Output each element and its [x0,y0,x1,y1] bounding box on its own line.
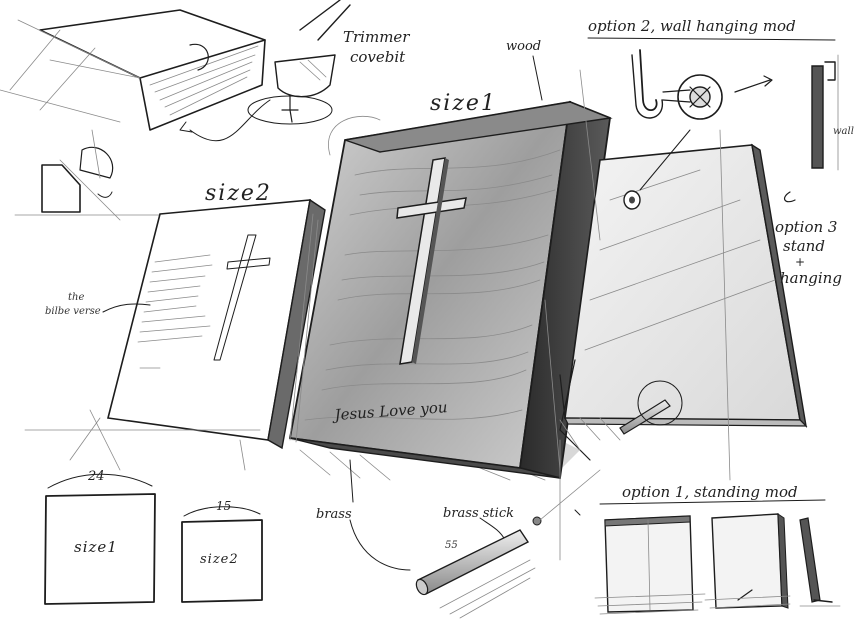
option2-label: option 2, wall hanging mod [588,17,796,35]
option3-hanging-label: hanging [780,269,842,287]
covebit-label: covebit [350,48,406,66]
size1-dimension-box [44,473,156,605]
brass-stick-label: brass stick [443,506,514,521]
wall-label: wall [833,126,854,137]
trimmer-label: Trimmer [343,28,410,46]
brass-label: brass [316,507,352,522]
size2-dimension-box [181,506,263,603]
option3-callout [783,191,796,203]
size2-box-label: size2 [200,552,239,567]
wall-side-icon [811,54,839,171]
stick-length-label: 55 [445,540,458,551]
router-edge-detail [0,9,266,131]
size2-dimension: 15 [216,499,231,513]
trimmer-covebit-icon [179,0,351,142]
size1-box-label: size1 [74,538,118,556]
wall-hanging-hook-icon [631,49,773,120]
size2-title: size2 [205,181,272,206]
standing-mod-views [594,513,841,615]
wood-label: wood [506,39,541,54]
size1-plaque [288,100,613,481]
plaque-back-view [559,143,808,461]
option3-plus-label: + [795,255,805,269]
corner-profile-icon [14,129,161,221]
brass-stick-icon [415,439,601,619]
bible-verse-label-line1: the [68,292,84,303]
option3-label: option 3 [775,218,837,236]
option1-label: option 1, standing mod [622,483,798,501]
size1-title: size1 [430,91,497,116]
size2-plaque [69,198,326,471]
option3-stand-label: stand [783,237,825,255]
bible-verse-label-line2: bilbe verse [45,306,101,317]
size1-dimension: 24 [87,469,105,484]
